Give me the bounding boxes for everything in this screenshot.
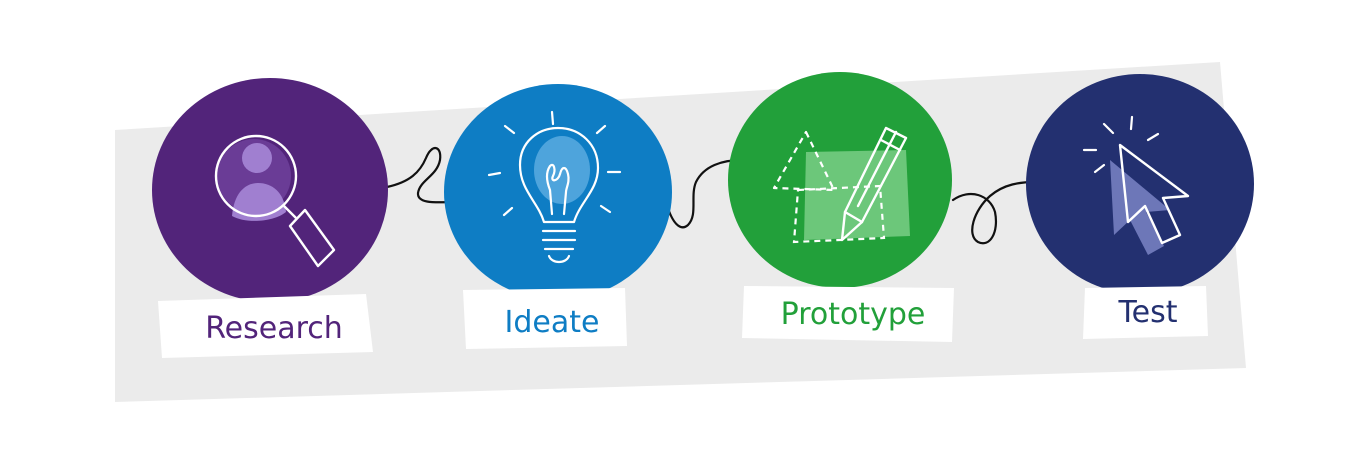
step-label-prototype: Prototype [781, 297, 926, 332]
connector-research-ideate [385, 147, 457, 204]
step-ideate: Ideate [444, 84, 672, 349]
shapes-pencil-icon [772, 126, 910, 244]
ideate-label-box [463, 288, 627, 349]
step-test: Test [1026, 74, 1254, 339]
test-label-box [1083, 286, 1208, 339]
prototype-label-box [742, 286, 954, 342]
backdrop-band [115, 62, 1246, 402]
step-prototype: Prototype [728, 72, 954, 342]
connector-prototype-test [951, 180, 1038, 245]
step-label-test: Test [1117, 295, 1177, 330]
test-circle [1026, 74, 1254, 294]
connector-ideate-prototype [665, 158, 744, 229]
magnifier-user-icon [214, 134, 336, 268]
research-label-box [158, 294, 373, 358]
step-label-ideate: Ideate [505, 305, 600, 340]
lightbulb-icon [487, 110, 622, 264]
step-label-research: Research [205, 311, 343, 346]
cursor-click-icon [1082, 115, 1190, 255]
step-research: Research [152, 78, 388, 358]
